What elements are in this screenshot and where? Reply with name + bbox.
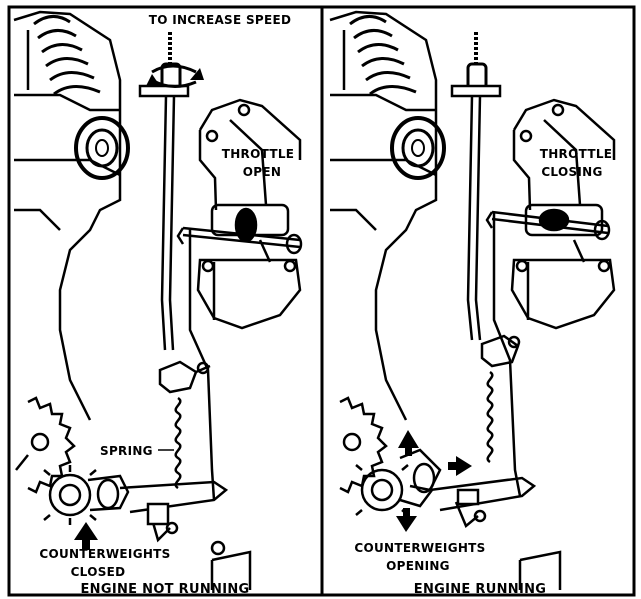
carburetor-left: [198, 205, 300, 328]
down-arrow-icon: [396, 508, 417, 532]
governor-arm-left: [120, 482, 226, 540]
right-arrow-icon: [448, 456, 472, 476]
spring-right: [488, 372, 493, 462]
throttle-label-left: THROTTLE: [222, 147, 295, 161]
spring-label: SPRING: [100, 444, 153, 458]
counterweights-label-left: COUNTERWEIGHTS: [39, 547, 170, 561]
counterweights-opening: [356, 450, 440, 515]
increase-speed-label: TO INCREASE SPEED: [149, 13, 292, 27]
caption-right: ENGINE RUNNING: [414, 582, 546, 597]
right-panel: THROTTLE CLOSING COUNTERWEIGHTS OPENING …: [330, 12, 614, 597]
timing-gear-left: [16, 398, 74, 492]
up-arrow-icon: [74, 522, 98, 550]
throttle-state-right: CLOSING: [541, 165, 602, 179]
speed-adjust-screw-right: [452, 32, 500, 96]
left-panel: TO INCREASE SPEED THROTTLE OPEN SPRING C…: [14, 12, 301, 597]
governor-rod-left: [162, 96, 214, 500]
counterweights-state-right: OPENING: [386, 559, 450, 573]
throttle-state-left: OPEN: [243, 165, 281, 179]
governor-rod-right: [468, 96, 520, 496]
counterweights-state-left: CLOSED: [71, 565, 126, 579]
timing-gear-right: [340, 398, 386, 492]
spring-left: [176, 398, 181, 488]
caption-left: ENGINE NOT RUNNING: [81, 582, 250, 597]
throttle-label-right: THROTTLE: [540, 147, 613, 161]
counterweights-label-right: COUNTERWEIGHTS: [354, 541, 485, 555]
governor-lever-right: [482, 336, 519, 366]
governor-lever-left: [160, 362, 210, 392]
counterweights-closed: [44, 465, 128, 525]
